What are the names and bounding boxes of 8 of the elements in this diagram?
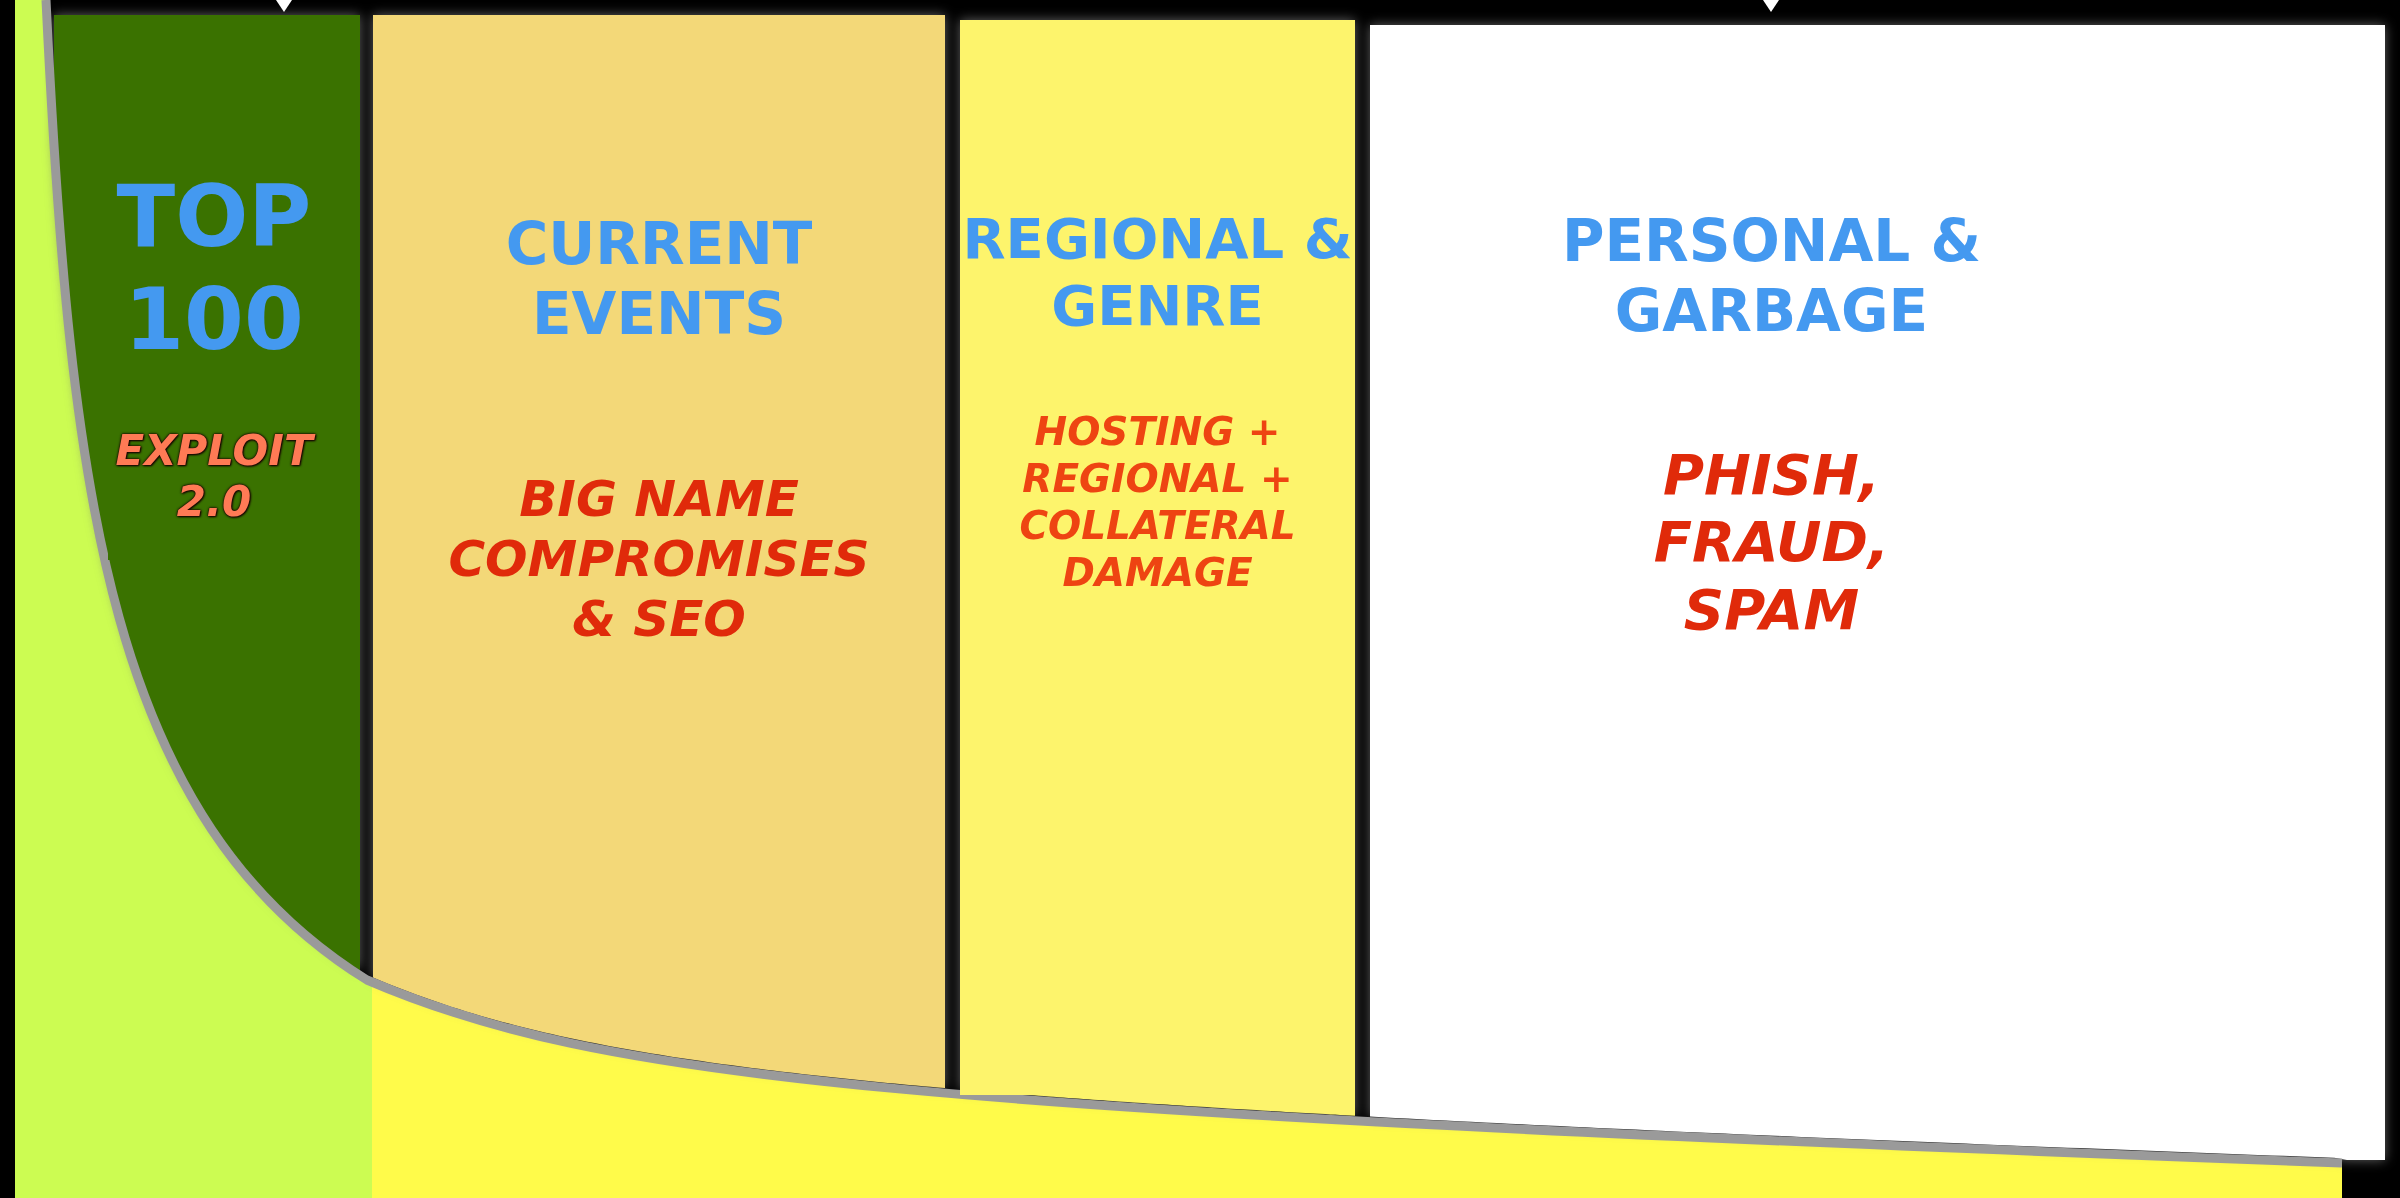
category-heading: REGIONAL & GENRE <box>962 205 1353 340</box>
category-heading: TOP 100 <box>115 165 313 372</box>
category-heading: CURRENT EVENTS <box>504 210 814 350</box>
category-description: PHISH, FRAUD, SPAM <box>1652 441 1891 643</box>
category-description: EXPLOIT 2.0 <box>108 426 320 528</box>
category-description: BIG NAME COMPROMISES & SEO <box>447 469 871 650</box>
category-heading: PERSONAL & GARBAGE <box>1561 207 1982 347</box>
category-description: HOSTING + REGIONAL + COLLATERAL DAMAGE <box>1018 409 1297 597</box>
